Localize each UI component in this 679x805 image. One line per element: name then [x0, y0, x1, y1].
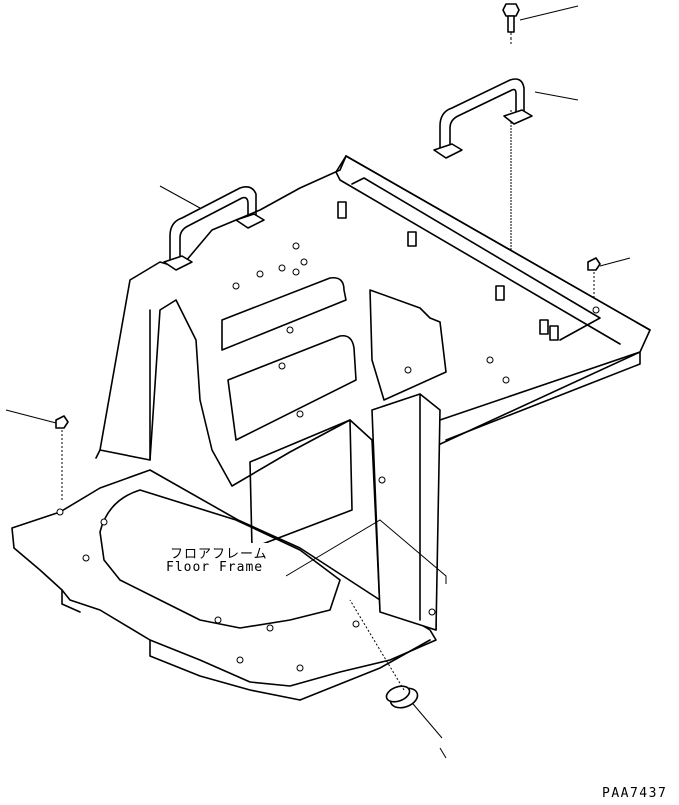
bolt-right [587, 257, 601, 300]
bolt-left [55, 415, 69, 500]
floor-frame-body [11, 155, 651, 701]
part-name-english: Floor Frame [166, 560, 264, 575]
plug [349, 599, 419, 709]
grab-handle-right [433, 78, 533, 159]
grab-handle-left [163, 186, 265, 271]
leader-lines [5, 5, 631, 759]
drawing-code: PAA7437 [602, 786, 668, 801]
top-bolt [502, 3, 520, 44]
part-name-japanese: フロアフレーム [170, 543, 268, 562]
label-leader [285, 519, 447, 584]
frame-holes [56, 242, 600, 672]
